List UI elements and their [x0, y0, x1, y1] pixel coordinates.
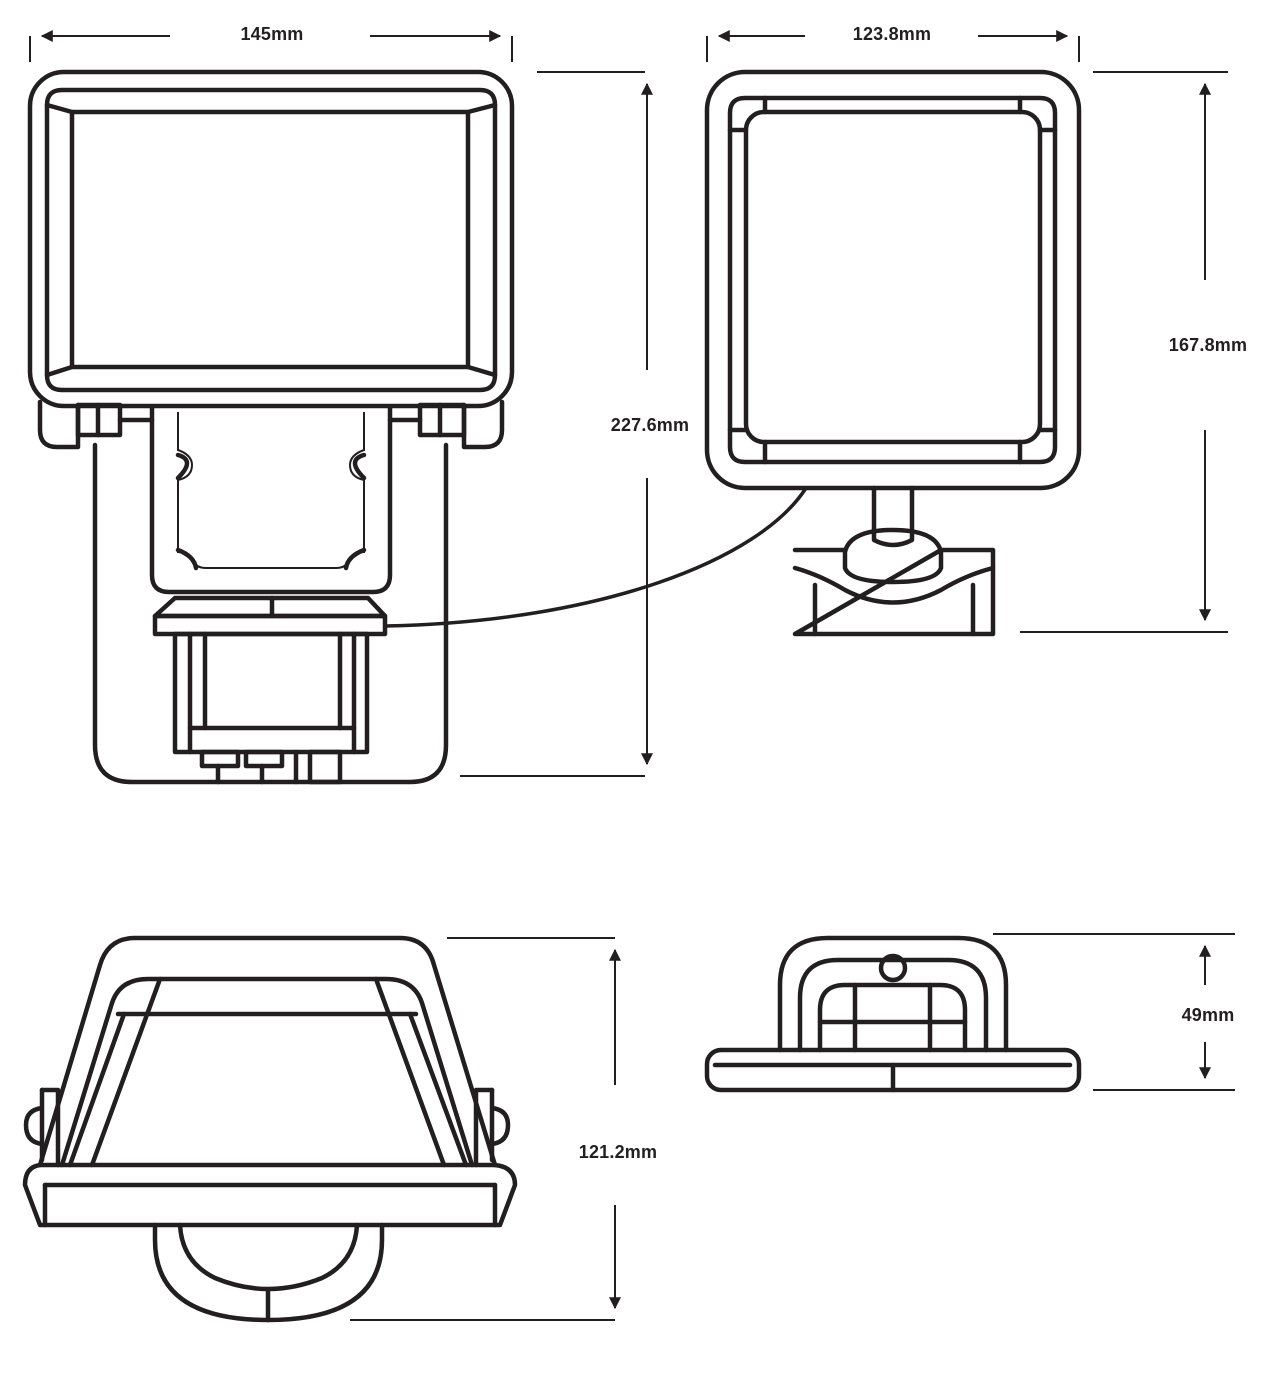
bottom-view: [22, 935, 518, 1323]
bottom-knob-right: [489, 1087, 511, 1163]
dim-top-height-label: 49mm: [1182, 1005, 1235, 1025]
top-inner-block: [817, 982, 968, 1053]
side-stem: [871, 485, 915, 548]
bracket-slot-right-upper: [352, 452, 367, 481]
bevel-corner-tr: [465, 102, 498, 115]
bracket-slot-left-upper: [175, 452, 190, 481]
dimension-lines: [29, 30, 1235, 1321]
side-base: [792, 547, 996, 637]
front-view: [27, 69, 515, 785]
dim-bottom-depth-label: 121.2mm: [579, 1142, 657, 1162]
sensor-tab-3: [307, 749, 343, 785]
bevel-corner-bl: [44, 364, 75, 378]
side-inner-bevel: [727, 95, 1058, 465]
bevel-corner-br: [465, 364, 498, 378]
bottom-knob-left: [23, 1087, 45, 1163]
top-knob: [878, 953, 908, 983]
bottom-bezel: [22, 1162, 518, 1228]
dim-side-height-label: 167.8mm: [1169, 335, 1247, 355]
bracket-slot-left-lower: [175, 547, 199, 571]
side-swivel: [842, 527, 944, 585]
front-outer-frame: [27, 69, 515, 409]
dim-side-width-label: 123.8mm: [853, 24, 931, 44]
bottom-inner-shell: [59, 976, 475, 1168]
connector-cable: [384, 487, 808, 628]
bottom-shell: [37, 935, 498, 1168]
side-view: [704, 69, 1082, 637]
top-arch: [777, 935, 1009, 1053]
dim-front-height-label: 227.6mm: [611, 415, 689, 435]
side-lens: [743, 109, 1043, 445]
front-bracket: [149, 405, 393, 595]
front-housing: [92, 442, 449, 785]
sensor-plate: [152, 613, 388, 637]
front-lug-left: [37, 399, 81, 450]
dim-front-width-label: 145mm: [240, 24, 303, 44]
front-lens-bevel: [44, 87, 498, 393]
front-lug-right: [461, 399, 505, 450]
front-lens: [69, 109, 471, 370]
sensor-tab-1: [199, 749, 241, 769]
sensor-tab-2: [243, 749, 285, 769]
bracket-slot-right-lower: [343, 547, 367, 571]
bevel-corner-tl: [44, 102, 75, 115]
top-view: [704, 935, 1082, 1093]
side-outer-frame: [704, 69, 1082, 491]
